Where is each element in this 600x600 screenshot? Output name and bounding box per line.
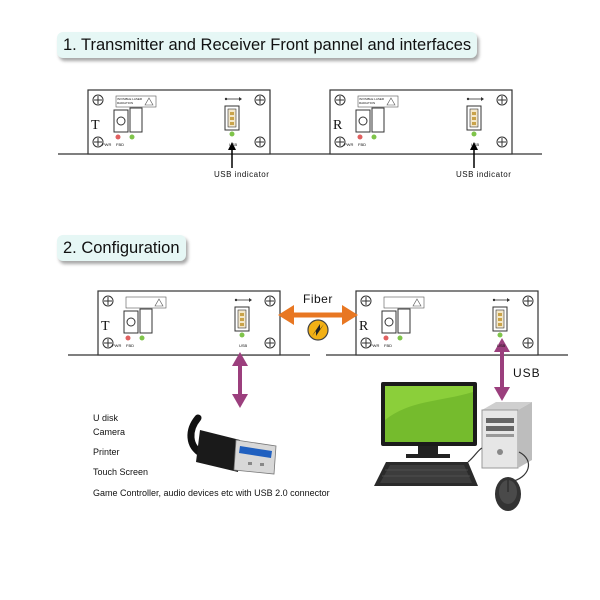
fiber-link-icon — [307, 319, 329, 341]
section-title-configuration: 2. Configuration — [57, 235, 186, 261]
device-item: Printer — [93, 447, 120, 457]
device-item: Game Controller, audio devices etc with … — [93, 488, 330, 498]
usb-port-label: USB — [229, 142, 238, 147]
usb-double-arrow-right — [494, 338, 510, 401]
fiber-double-arrow — [278, 305, 358, 325]
usb-indicator-arrowhead-right — [470, 142, 478, 150]
fiber-label: Fiber — [303, 292, 333, 306]
usb-indicator-label-left: USB indicator — [214, 170, 270, 179]
fbd-label: FBD — [116, 142, 124, 147]
mouse-image — [495, 477, 521, 511]
usb-double-arrow-left — [232, 352, 248, 408]
fbd-label-config: FBD — [126, 343, 134, 348]
usb-port-label-config: USB — [497, 343, 506, 348]
fbd-label-config: FBD — [384, 343, 392, 348]
transmitter-letter: T — [91, 118, 100, 133]
pwr-label-config: PWR — [112, 343, 122, 348]
usb-port-label-config: USB — [239, 343, 248, 348]
pwr-label-config: PWR — [370, 343, 380, 348]
keyboard-cable — [467, 447, 483, 463]
usb-indicator-label-right: USB indicator — [456, 170, 512, 179]
computer-monitor-image — [381, 382, 477, 458]
transmitter-letter-config: T — [101, 319, 110, 334]
pwr-label: PWR — [102, 142, 112, 147]
device-item: U disk — [93, 413, 119, 423]
laser-warning-text: INVISIBLE LASER RADIATION — [117, 97, 143, 105]
laser-warning-text: INVISIBLE LASER RADIATION — [359, 97, 385, 105]
receiver-letter-config: R — [359, 319, 369, 334]
section-title-interfaces: 1. Transmitter and Receiver Front pannel… — [57, 32, 478, 58]
device-item: Camera — [93, 427, 126, 437]
keyboard-image — [374, 462, 478, 486]
receiver-letter: R — [333, 118, 343, 133]
usb-port-label: USB — [471, 142, 480, 147]
usb-indicator-arrowhead-left — [228, 142, 236, 150]
device-item: Touch Screen — [93, 467, 149, 477]
fbd-label: FBD — [358, 142, 366, 147]
computer-tower-image — [481, 402, 532, 469]
pwr-label: PWR — [344, 142, 354, 147]
usb-connector-image — [187, 414, 277, 475]
usb-label: USB — [513, 366, 541, 380]
